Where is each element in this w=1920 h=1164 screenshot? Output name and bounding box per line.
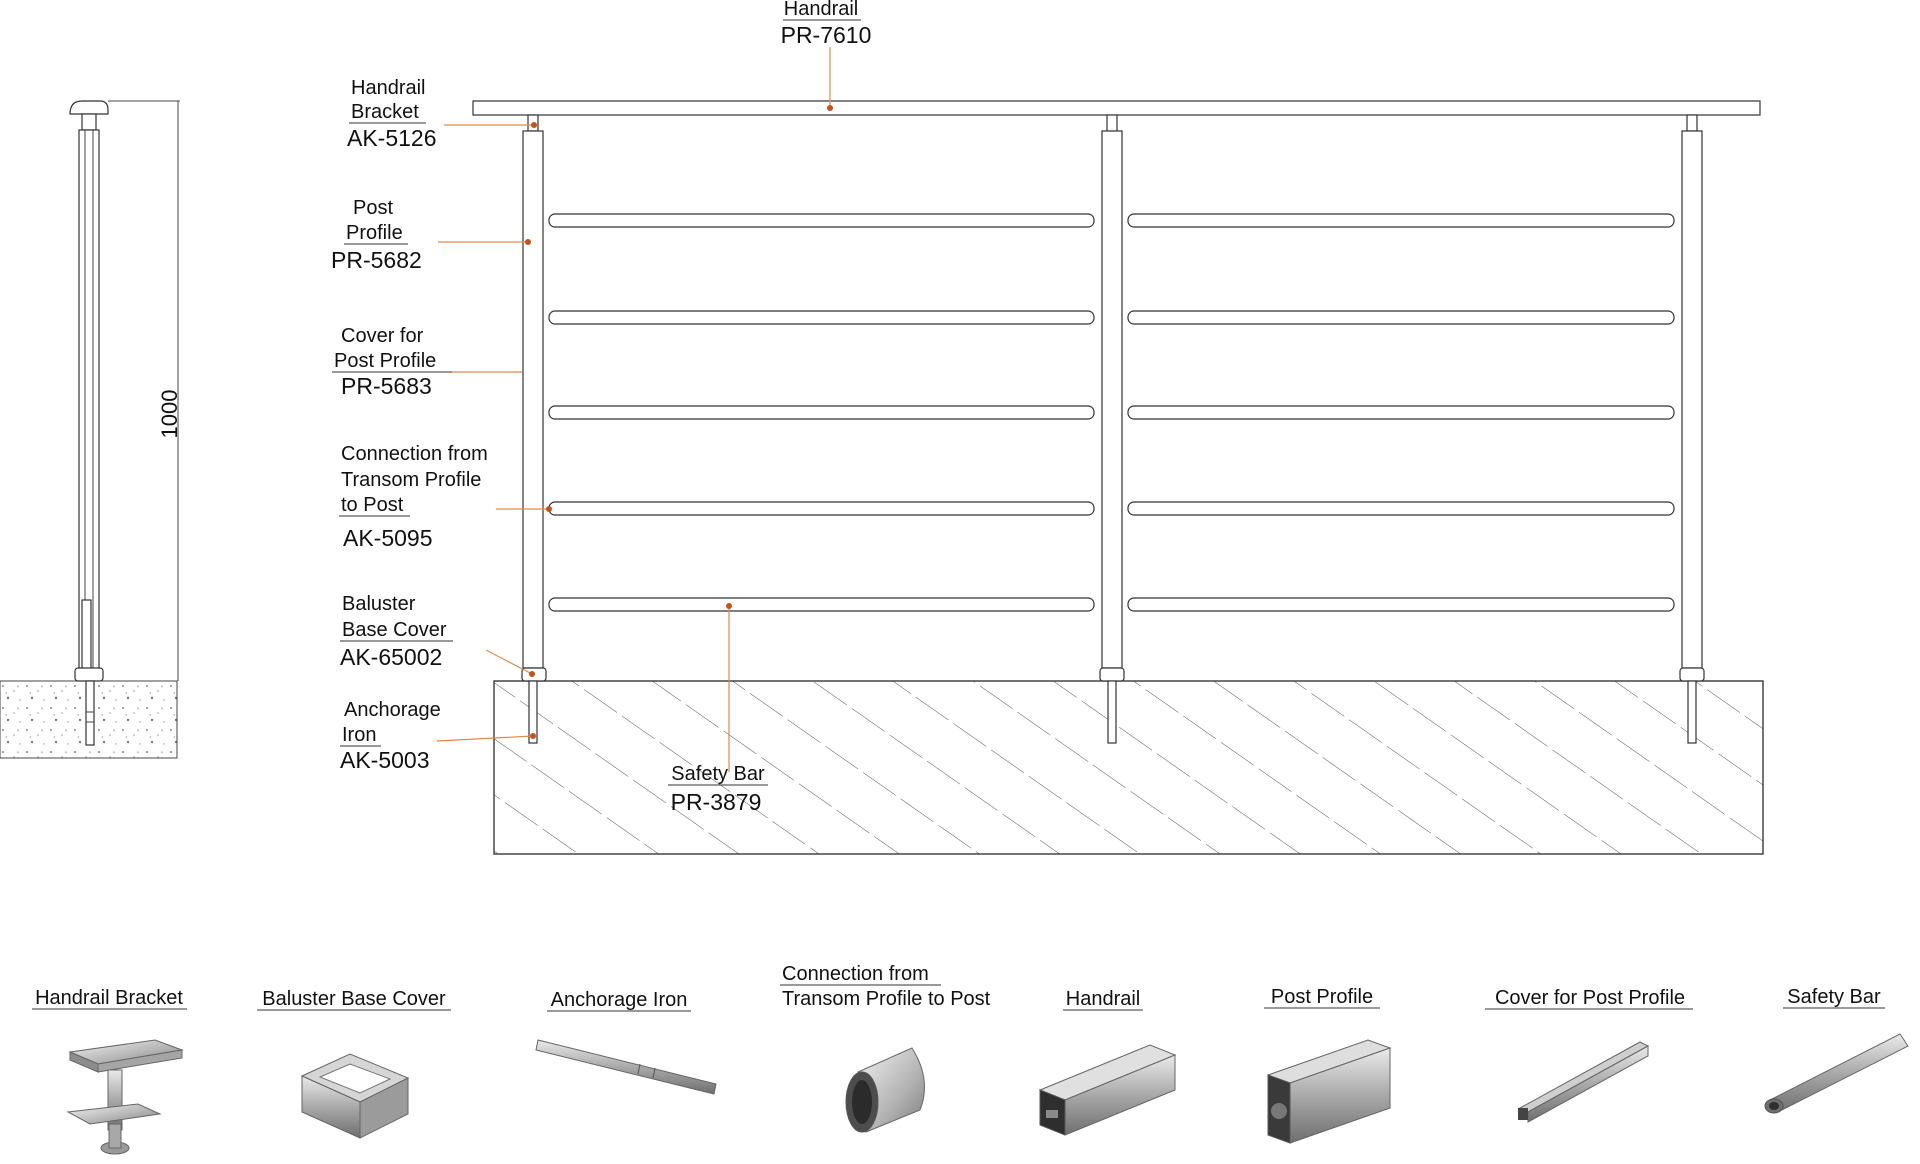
part-safety-bar: Safety Bar [1783, 986, 1885, 1009]
part-anchorage-iron-label: Anchorage Iron [551, 989, 688, 1011]
baluster-base-cover-icon [300, 1053, 410, 1139]
callout-post-label-1: Post [353, 197, 393, 219]
callout-cover-post-profile: Cover for Post Profile PR-5683 [332, 325, 452, 399]
parts-legend: Handrail Bracket Baluster Base Cover Anc… [32, 963, 1909, 1155]
part-baluster-base-cover-label: Baluster Base Cover [262, 988, 446, 1010]
callout-anchor-code: AK-5003 [340, 747, 430, 773]
callout-base-label-2: Base Cover [342, 619, 447, 641]
handrail-bracket-icon [66, 1039, 184, 1155]
part-handrail: Handrail [1063, 988, 1143, 1011]
post-profile-icon [1266, 1039, 1392, 1144]
callout-handrail-code: PR-7610 [781, 22, 872, 48]
callout-connection-code: AK-5095 [343, 525, 433, 551]
callout-safety-code: PR-3879 [671, 789, 762, 815]
callout-cover-code: PR-5683 [341, 373, 432, 399]
callout-post-code: PR-5682 [331, 247, 422, 273]
callout-base-label-1: Baluster [342, 593, 416, 615]
height-dimension-label: 1000 [157, 390, 182, 439]
part-cover-post-profile: Cover for Post Profile [1485, 987, 1693, 1010]
callout-handrail-label: Handrail [784, 0, 858, 20]
callout-bracket-label-2: Bracket [351, 101, 419, 123]
callout-handrail-bracket: Handrail Bracket AK-5126 [347, 77, 437, 151]
concrete-hatch [493, 680, 1764, 855]
side-anchor [85, 680, 95, 746]
callout-connection: Connection from Transom Profile to Post … [339, 443, 488, 551]
callout-safety-label: Safety Bar [671, 763, 765, 785]
part-handrail-bracket: Handrail Bracket [32, 987, 187, 1010]
part-anchorage-iron: Anchorage Iron [547, 989, 691, 1012]
side-handrail-section [69, 100, 109, 115]
callout-cover-label-2: Post Profile [334, 350, 436, 372]
handrail-profile-icon [1038, 1044, 1177, 1136]
safety-bar-icon [1764, 1033, 1909, 1114]
front-view [472, 100, 1764, 855]
leader-lines [436, 47, 833, 772]
part-connection-label-2: Transom Profile to Post [782, 988, 991, 1010]
callout-anchorage-iron: Anchorage Iron AK-5003 [340, 699, 441, 773]
part-connection: Connection from Transom Profile to Post [780, 963, 991, 1010]
part-connection-label-1: Connection from [782, 963, 929, 985]
transom-row-3 [548, 405, 1675, 420]
post-right [1679, 114, 1705, 744]
callout-connection-label-1: Connection from [341, 443, 488, 465]
post-middle [1099, 114, 1125, 744]
anchorage-iron-icon [535, 1039, 717, 1095]
side-view: 1000 [0, 100, 182, 759]
side-post [78, 129, 100, 671]
side-post-insert [81, 599, 92, 671]
callout-post-profile: Post Profile PR-5682 [331, 197, 422, 273]
side-bracket [81, 113, 97, 131]
part-handrail-label: Handrail [1066, 988, 1140, 1010]
callout-handrail: Handrail PR-7610 [781, 0, 872, 48]
callout-anchor-label-1: Anchorage [344, 699, 441, 721]
handrail-bar [472, 100, 1761, 116]
part-baluster-base-cover: Baluster Base Cover [257, 988, 451, 1011]
transom-row-2 [548, 310, 1675, 325]
part-safety-bar-label: Safety Bar [1787, 986, 1881, 1008]
callout-anchor-label-2: Iron [342, 724, 376, 746]
part-post-profile: Post Profile [1264, 986, 1380, 1009]
part-cover-post-profile-label: Cover for Post Profile [1495, 987, 1685, 1009]
part-handrail-bracket-label: Handrail Bracket [35, 987, 183, 1009]
callout-base-code: AK-65002 [340, 644, 442, 670]
callout-bracket-code: AK-5126 [347, 125, 437, 151]
callout-cover-label-1: Cover for [341, 325, 424, 347]
post-left [521, 114, 547, 744]
cover-profile-icon [1518, 1041, 1650, 1123]
callout-safety-bar: Safety Bar PR-3879 [668, 763, 768, 815]
side-base-cover [74, 667, 104, 682]
callout-baluster-base-cover: Baluster Base Cover AK-65002 [340, 593, 453, 670]
part-post-profile-label: Post Profile [1271, 986, 1373, 1008]
connection-sleeve-icon [845, 1047, 925, 1133]
transom-row-1 [548, 213, 1675, 228]
transom-row-5 [548, 597, 1675, 612]
callout-connection-label-2: Transom Profile [341, 469, 481, 491]
callout-connection-label-3: to Post [341, 494, 404, 516]
callout-bracket-label-1: Handrail [351, 77, 425, 99]
callout-post-label-2: Profile [346, 222, 403, 244]
safety-bars [548, 213, 1675, 612]
